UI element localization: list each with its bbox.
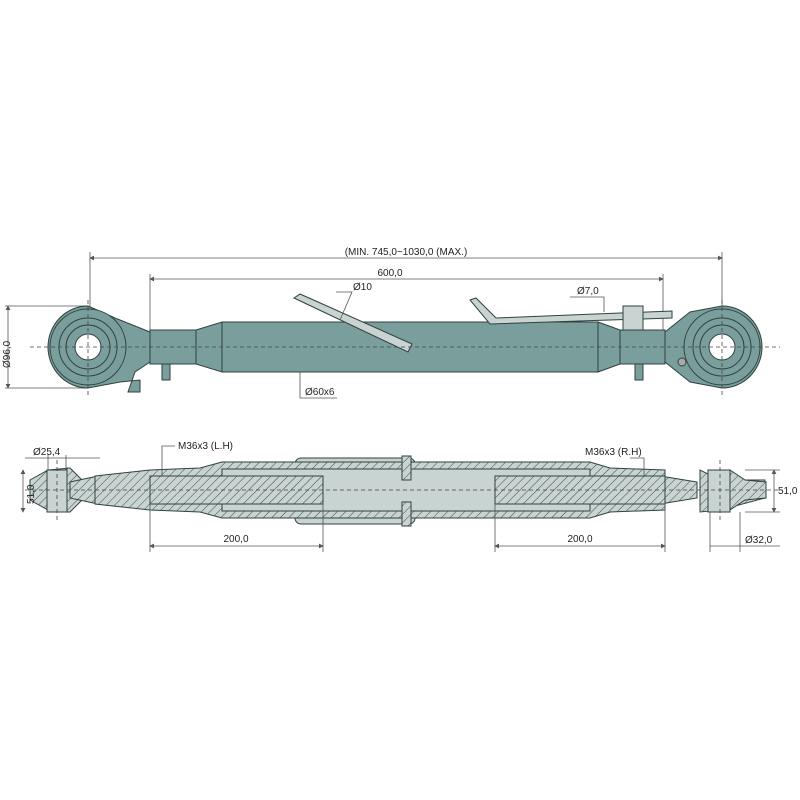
left-ball-width-label: 51,0 — [26, 484, 37, 504]
sleeve-section — [94, 455, 666, 527]
adjusting-handle — [292, 293, 413, 353]
tube-spec-label: Ø60x6 — [305, 387, 335, 398]
top-view: (MIN. 745,0~1030,0 (MAX.) 600,0 Ø96,0 Ø1… — [2, 247, 780, 399]
overall-length-label: (MIN. 745,0~1030,0 (MAX.) — [345, 247, 468, 258]
right-ball-width-label: 51,0 — [778, 486, 798, 497]
right-bore-label: Ø32,0 — [745, 535, 773, 546]
left-ball-joint — [47, 305, 151, 393]
right-thread-length-label: 200,0 — [567, 534, 592, 545]
eye-diameter-label: Ø96,0 — [2, 340, 13, 368]
pin-diameter-label: Ø7,0 — [577, 286, 599, 297]
handle-diameter-label: Ø10 — [353, 282, 372, 293]
tube-length-label: 600,0 — [377, 268, 402, 279]
section-view: M36x3 (L.H) M36x3 (R.H) Ø25,4 51,0 51,0 … — [20, 441, 798, 552]
right-thread-label: M36x3 (R.H) — [585, 447, 642, 458]
locking-pin — [469, 297, 673, 331]
right-section-ball — [699, 469, 767, 513]
left-thread-label: M36x3 (L.H) — [178, 441, 233, 452]
left-thread-length-label: 200,0 — [223, 534, 248, 545]
left-bore-label: Ø25,4 — [33, 447, 61, 458]
